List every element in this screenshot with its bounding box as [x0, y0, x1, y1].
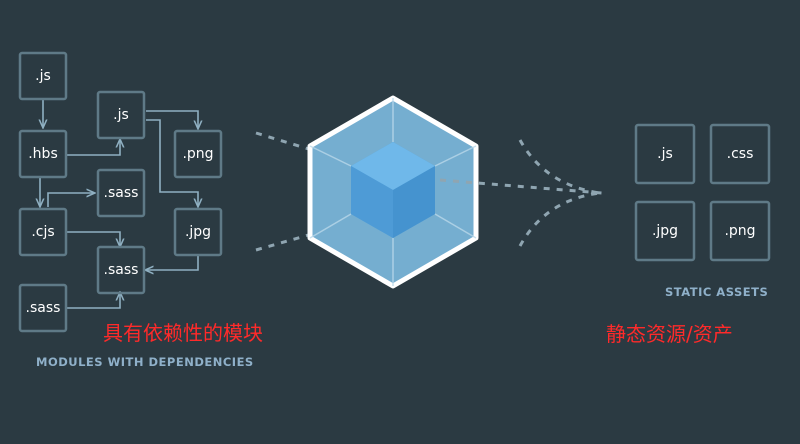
assets-group: .js .css .jpg .png: [634, 123, 771, 262]
assets-annotation: 静态资源/资产: [606, 322, 733, 346]
module-box-sass-middle: .sass: [96, 168, 146, 218]
modules-annotation: 具有依赖性的模块: [103, 321, 263, 345]
arrow-hbs-to-js: [67, 140, 120, 156]
module-label: .cjs: [31, 224, 54, 240]
dependency-arrows: [40, 99, 199, 309]
asset-label: .jpg: [652, 223, 678, 239]
asset-label: .png: [724, 223, 755, 239]
asset-box-jpg: .jpg: [634, 200, 696, 262]
module-box-png: .png: [173, 129, 223, 179]
module-box-hbs: .hbs: [18, 129, 68, 179]
assets-caption: STATIC ASSETS: [665, 285, 768, 299]
module-box-jpg: .jpg: [173, 207, 223, 257]
module-label: .jpg: [185, 224, 211, 240]
webpack-cube-icon: [307, 95, 479, 289]
arrow-cjs-to-sass: [47, 193, 94, 207]
module-label: .sass: [104, 262, 139, 278]
arrow-jpg-to-sass: [146, 256, 199, 270]
arrow-sass-to-sass: [67, 293, 120, 309]
arrow-js-to-jpg: [146, 119, 198, 206]
output-line-lower-curve: [518, 191, 601, 247]
module-label: .js: [35, 68, 51, 84]
asset-label: .css: [727, 146, 754, 162]
modules-caption: MODULES WITH DEPENDENCIES: [36, 355, 254, 369]
asset-label: .js: [657, 146, 673, 162]
input-line-bottom: [255, 232, 313, 252]
module-label: .sass: [104, 185, 139, 201]
module-label: .js: [113, 107, 129, 123]
module-label: .png: [182, 146, 213, 162]
module-box-js-top: .js: [96, 90, 146, 140]
module-box-cjs: .cjs: [18, 207, 68, 257]
asset-box-css: .css: [709, 123, 771, 185]
output-line-upper-curve: [518, 139, 601, 195]
module-label: .hbs: [28, 146, 58, 162]
output-line-middle: [439, 178, 603, 195]
input-line-top: [255, 131, 313, 152]
arrow-cjs-to-sass-lower: [67, 231, 120, 246]
arrow-js-to-png: [146, 110, 198, 128]
asset-box-png: .png: [709, 200, 771, 262]
module-box-js: .js: [18, 51, 68, 101]
asset-box-js: .js: [634, 123, 696, 185]
module-box-sass-lower: .sass: [96, 245, 146, 295]
output-flow-lines: [439, 139, 603, 247]
input-flow-lines: [255, 131, 313, 252]
modules-group: .js .hbs .cjs .sass .js .png .sass .jpg: [18, 51, 223, 333]
module-box-sass-bottom: .sass: [18, 283, 68, 333]
module-label: .sass: [26, 300, 61, 316]
